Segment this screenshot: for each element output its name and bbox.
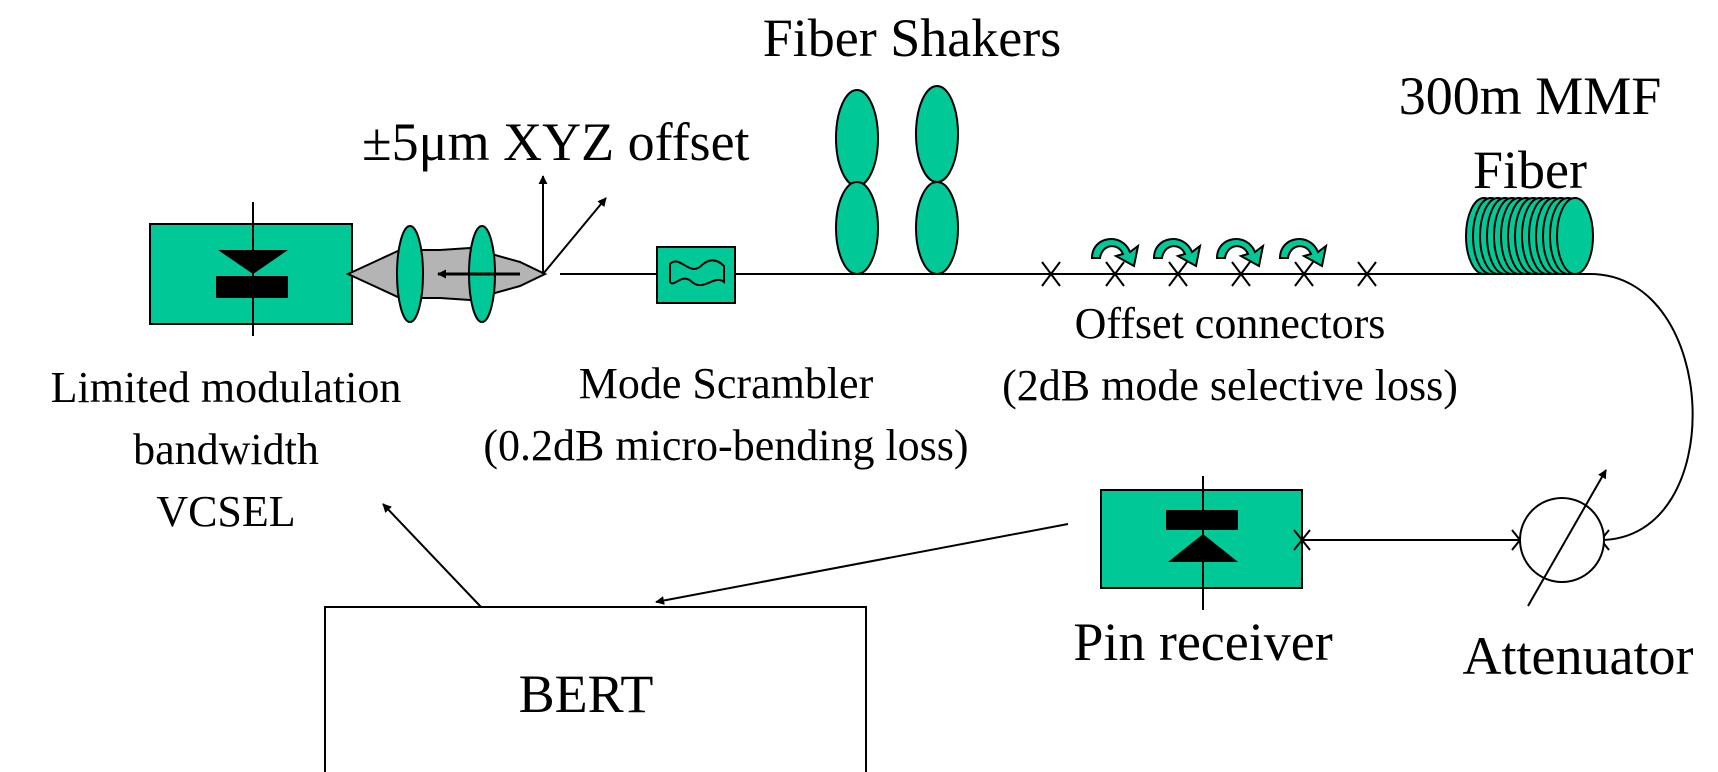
vcsel-module: [149, 202, 353, 336]
pin-receiver-label: Pin receiver: [1073, 612, 1332, 672]
coupling-lens-assembly: [345, 225, 548, 323]
receiver-to-bert-arrow: [655, 523, 1069, 605]
attenuator-label: Attenuator: [1463, 626, 1694, 686]
offset-connectors-label: Offset connectors: [1075, 299, 1386, 348]
fiber-spool: [1465, 197, 1594, 275]
bert-to-vcsel-arrow: [382, 503, 482, 608]
fiber-loop: [1589, 273, 1694, 541]
scrambler-loss-label: (0.2dB micro-bending loss): [483, 421, 968, 470]
vcsel-label-line3: VCSEL: [156, 487, 295, 536]
offset-connector-marks: [1041, 261, 1377, 287]
mode-scrambler-label: Mode Scrambler: [579, 359, 874, 408]
attenuator: [1519, 469, 1607, 607]
offset-loss-label: (2dB mode selective loss): [1002, 361, 1458, 410]
xyz-offset-label: ±5μm XYZ offset: [362, 112, 750, 172]
mmf-label-line1: 300m MMF: [1399, 66, 1662, 126]
bert-label: BERT: [519, 664, 654, 724]
vcsel-label-line1: Limited modulation: [51, 363, 402, 412]
pin-receiver: [1100, 476, 1303, 610]
mode-scrambler: [656, 246, 736, 304]
xyz-offset-arrows: [538, 175, 607, 275]
mmf-label-line2: Fiber: [1473, 140, 1587, 200]
bert-box: [324, 606, 867, 772]
fiber-shakers-label: Fiber Shakers: [763, 8, 1061, 68]
offset-rotation-arrows: [1090, 238, 1328, 268]
vcsel-label-line2: bandwidth: [133, 425, 319, 474]
fiber-shakers: [835, 85, 959, 275]
